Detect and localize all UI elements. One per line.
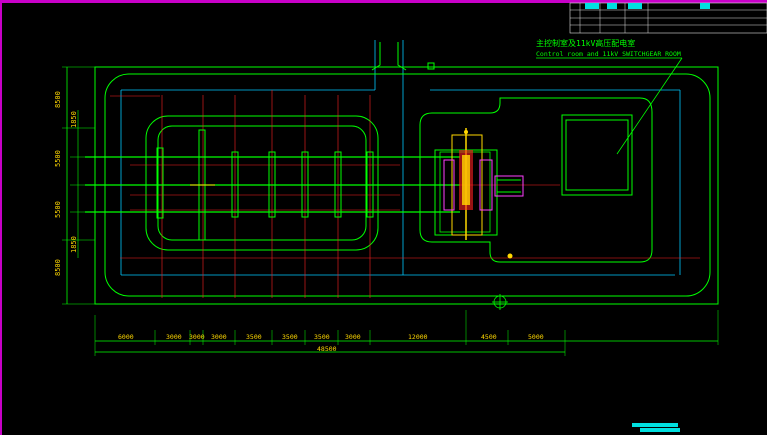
hdim-8: 3000 [345, 333, 361, 341]
hdim-total: 48500 [317, 345, 337, 353]
vdim-1: 8500 [54, 91, 62, 108]
hdim-2: 3000 [166, 333, 182, 341]
vdim-2: 1850 [70, 111, 78, 128]
vertical-dimensions: 8500 1850 5500 5500 1850 8500 [54, 66, 95, 305]
grounding-marker [492, 294, 508, 310]
hdim-3: 3000 [189, 333, 205, 341]
vdim-6: 8500 [54, 259, 62, 276]
room-label-chinese: 主控制室及11kV高压配电室 [536, 38, 635, 48]
vdim-4: 5500 [54, 201, 62, 218]
room-label-english: Control room and 11kV SWITCHGEAR ROOM [536, 50, 681, 58]
busbars [85, 156, 460, 213]
column-axes [110, 90, 700, 298]
hdim-6: 3500 [282, 333, 298, 341]
hdim-9: 12000 [408, 333, 428, 341]
title-block [569, 2, 767, 34]
horizontal-dimensions: 6000 3000 3000 3000 3500 3500 3500 3000 … [94, 310, 719, 356]
transformer-area [439, 128, 524, 259]
hdim-10: 4500 [481, 333, 497, 341]
hdim-11: 5000 [528, 333, 544, 341]
sheet-border-left [0, 0, 2, 435]
hdim-5: 3500 [246, 333, 262, 341]
hdim-1: 6000 [118, 333, 134, 341]
hdim-7: 3500 [314, 333, 330, 341]
title-bar-bottom [632, 423, 680, 432]
sheet-border-top [0, 0, 767, 3]
hdim-4: 3000 [211, 333, 227, 341]
vdim-5: 1850 [70, 236, 78, 253]
gantry-structures [156, 129, 374, 241]
substation-wall [94, 42, 719, 305]
room-label: 主控制室及11kV高压配电室 Control room and 11kV SWI… [536, 38, 683, 155]
vdim-3: 5500 [54, 150, 62, 167]
